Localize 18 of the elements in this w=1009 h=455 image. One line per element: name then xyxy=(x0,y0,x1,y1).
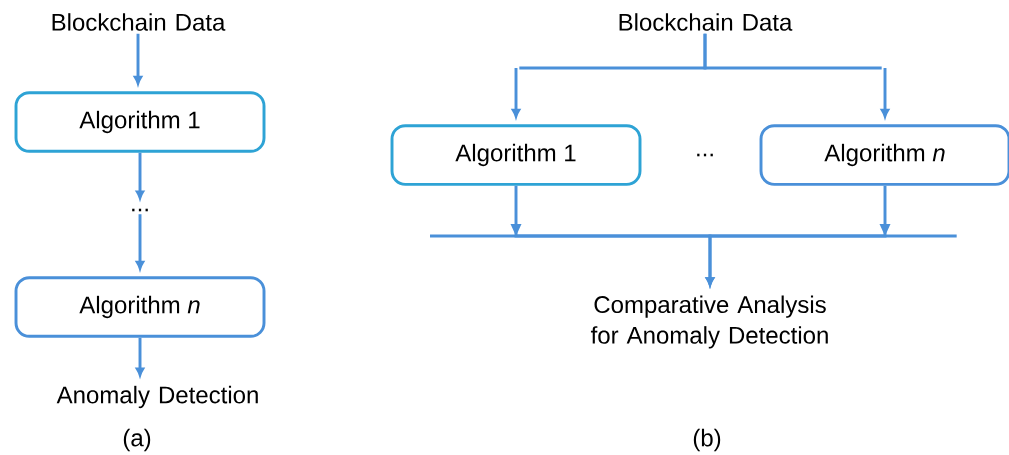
process-box: Algorithm 1 xyxy=(390,124,642,186)
process-box: Algorithm n xyxy=(14,276,266,338)
panel-label: (b) xyxy=(693,428,721,452)
arrow xyxy=(135,337,145,377)
panel-label: (a) xyxy=(123,428,151,452)
arrow xyxy=(135,214,145,270)
text-label: Anomaly Detection xyxy=(56,385,258,409)
ellipsis: ... xyxy=(697,153,713,157)
arrow xyxy=(703,33,890,118)
arrow xyxy=(133,33,143,85)
text-label: Blockchain Data xyxy=(619,13,793,31)
text-label: Blockchain Data xyxy=(52,13,226,31)
text-label: Comparative Analysis for Anomaly Detection xyxy=(590,295,828,349)
process-box: Algorithm 1 xyxy=(14,91,266,153)
arrow xyxy=(135,152,145,200)
arrow xyxy=(705,185,891,287)
text-label: ... xyxy=(132,208,148,212)
process-box: Algorithm n xyxy=(759,124,1009,186)
